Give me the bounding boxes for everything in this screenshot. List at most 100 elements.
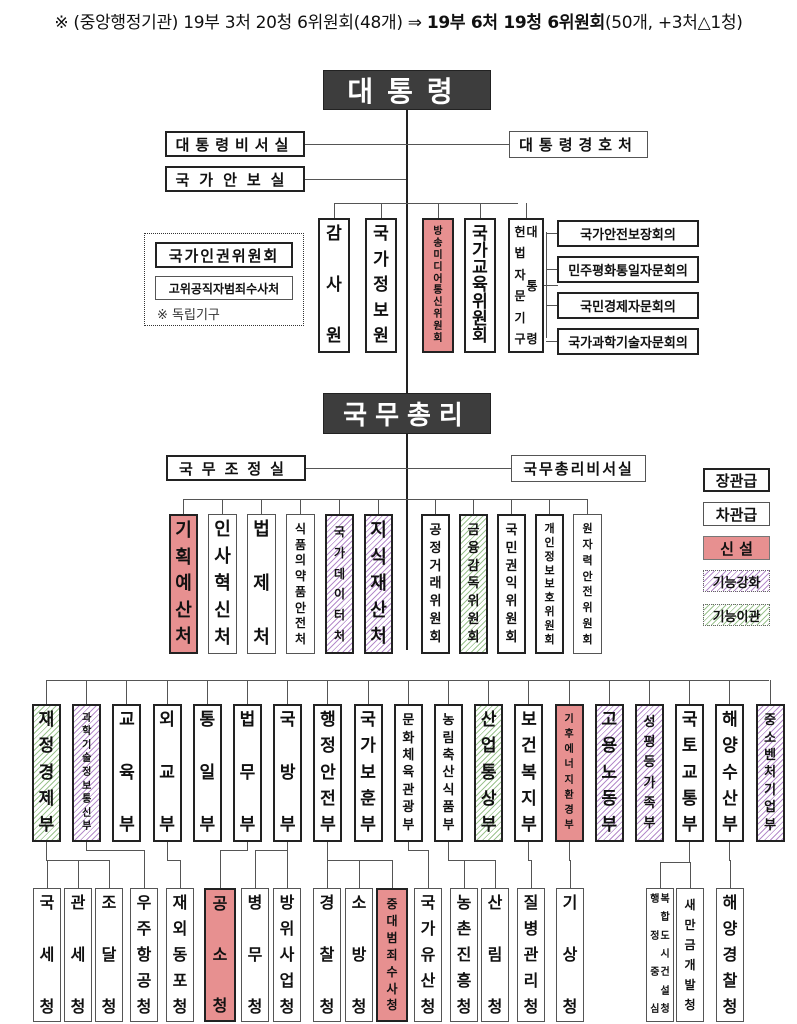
label-char: 청 (386, 998, 398, 1013)
label-char: 산 (175, 599, 192, 621)
connector-line (300, 499, 301, 514)
label-char: 안 (320, 762, 336, 783)
label-char: 훈 (360, 788, 376, 809)
label-char: 기 (175, 520, 192, 541)
label-char: 부 (480, 815, 497, 835)
label-char: 부 (38, 815, 55, 835)
connector-line (86, 850, 145, 851)
label-char: 합 (660, 912, 670, 924)
connector-line (327, 860, 328, 888)
connector-line (287, 842, 289, 850)
label-char: 토 (681, 736, 698, 757)
label-char: 양 (722, 736, 738, 757)
label-char: 품 (294, 584, 307, 599)
label-char: 부 (402, 817, 415, 833)
connector-line (381, 203, 382, 218)
label-char: 고 (601, 710, 618, 730)
label-char: 원 (326, 326, 342, 346)
label-char: 가 (373, 249, 389, 270)
label-char: 회 (429, 629, 442, 645)
label-char: 보 (544, 563, 555, 577)
label-char: 청 (562, 997, 578, 1016)
label-char: 림 (487, 945, 503, 964)
label-char: 융 (467, 541, 480, 557)
label-char: 부 (159, 815, 175, 835)
prime-minister-box: 국무총리 (323, 393, 491, 434)
label-char: 문 (514, 289, 526, 304)
label-char: 헌 (514, 225, 526, 239)
connector-line (109, 860, 110, 888)
label-char: 위 (433, 309, 443, 321)
connector-line (144, 850, 145, 888)
label-char: 흥 (456, 971, 472, 990)
connector-line (339, 499, 340, 514)
label-char: 식 (370, 546, 387, 568)
label-char: 부 (764, 817, 777, 833)
label-char: 보 (544, 577, 555, 591)
title-bold: 19부 6처 19청 6위원회 (426, 13, 605, 33)
human-rights-commission: 국가인권위원회 (155, 242, 293, 268)
label: 대통령비서실 (175, 135, 295, 154)
label-char: 국 (681, 710, 698, 730)
legend-label: 기능이관 (712, 609, 761, 625)
label-char: 주 (136, 919, 152, 938)
label-char: 사 (279, 945, 295, 964)
label-char: 청 (136, 997, 152, 1016)
label-char: 농 (456, 893, 472, 912)
connector-line (334, 203, 518, 204)
label-char: 원 (505, 611, 518, 627)
connector-line (247, 842, 248, 850)
advisory-council-2: 국민경제자문회의 (557, 292, 699, 319)
connector-line (86, 680, 88, 704)
connector-line (511, 499, 512, 514)
legend-strong: 기능강화 (703, 570, 770, 592)
connector-line (46, 680, 47, 704)
label-char: 경 (319, 893, 335, 912)
label-char: 처 (253, 627, 270, 648)
connector-line (334, 203, 335, 218)
connector-line (608, 680, 610, 704)
label-char: 방 (279, 762, 296, 783)
label-char: 일 (199, 762, 216, 783)
label-char: 상 (562, 945, 578, 964)
label-char: 산 (480, 710, 497, 730)
label-char: 재 (370, 573, 387, 594)
label-char: 노 (601, 762, 618, 783)
connector-line (544, 285, 558, 286)
label-char: 외 (172, 919, 188, 938)
label-char: 력 (582, 553, 593, 567)
label-char: 정 (320, 736, 336, 757)
label-char: 정 (38, 736, 55, 757)
label-char: 중 (386, 897, 398, 912)
label-char: 산 (487, 893, 503, 912)
label-char: 범 (386, 931, 398, 946)
label-char: 국 (333, 525, 346, 540)
label-char: 제 (253, 573, 270, 594)
label-char: 보 (360, 762, 376, 783)
label-char: 후 (564, 728, 574, 740)
legend-label: 장관급 (715, 471, 758, 490)
connector-line (546, 305, 558, 306)
label-char: 청 (172, 997, 188, 1016)
label-char: 국 (39, 893, 55, 912)
connector-line (531, 860, 532, 888)
label-char: 원 (582, 522, 593, 536)
